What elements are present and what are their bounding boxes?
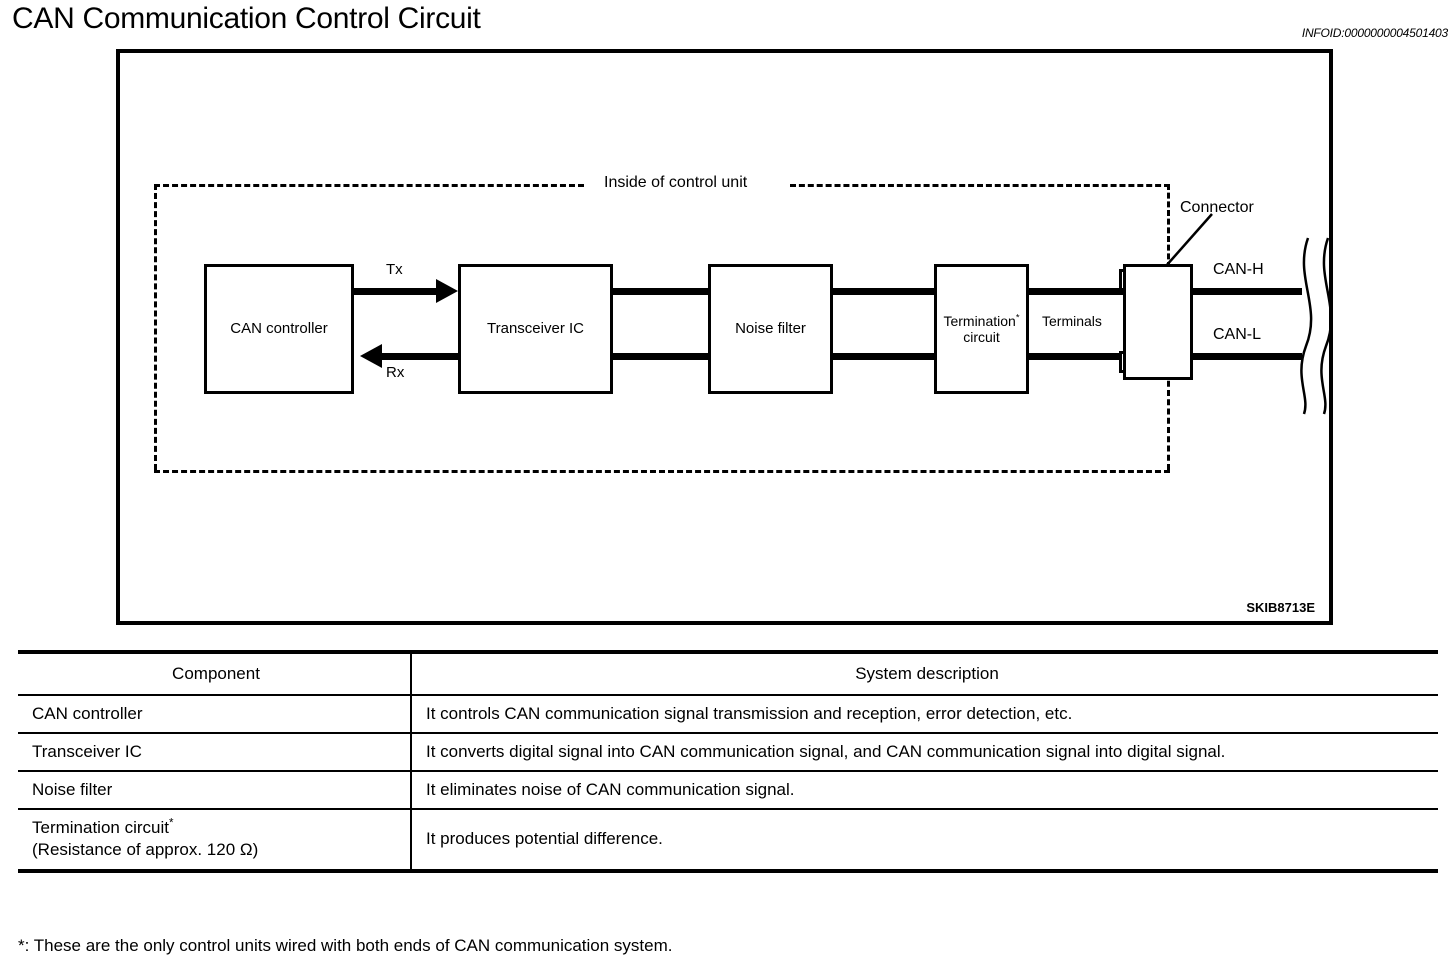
table-cell-component: Noise filter	[18, 771, 412, 811]
figure-frame: Inside of control unit CAN controller Tx…	[116, 49, 1333, 625]
connector-leader-line	[1165, 213, 1213, 267]
control-unit-boundary-top-left	[154, 184, 584, 187]
bus-noise-to-termination-low	[831, 353, 936, 360]
table-footnote: *: These are the only control units wire…	[18, 936, 673, 955]
block-transceiver-ic-label: Transceiver IC	[487, 320, 584, 338]
table-cell-description: It converts digital signal into CAN comm…	[411, 733, 1438, 773]
block-termination-circuit-label-line2: circuit	[963, 329, 1000, 345]
table-header-row: Component System description	[18, 649, 1438, 697]
can-l-label: CAN-L	[1213, 326, 1262, 343]
table-cell-component-line2: (Resistance of approx. 120 Ω)	[32, 840, 259, 860]
table-cell-component-asterisk: *	[169, 817, 174, 830]
block-termination-circuit-label-line1: Termination	[943, 312, 1016, 329]
rx-label: Rx	[386, 364, 405, 381]
block-noise-filter: Noise filter	[708, 264, 833, 394]
table-row: CAN controller It controls CAN communica…	[18, 695, 1438, 735]
connector-body	[1123, 264, 1193, 380]
block-noise-filter-label: Noise filter	[735, 320, 806, 338]
block-can-controller-label: CAN controller	[230, 320, 328, 338]
block-termination-circuit: Termination* circuit	[934, 264, 1029, 394]
tx-arrow-head	[436, 279, 458, 303]
table-row: Transceiver IC It converts digital signa…	[18, 733, 1438, 773]
control-unit-boundary-bottom	[154, 470, 1170, 473]
block-termination-circuit-asterisk: *	[1015, 312, 1020, 324]
bus-termination-to-connector-low	[1027, 353, 1127, 360]
rx-arrow-line	[382, 353, 460, 360]
block-transceiver-ic: Transceiver IC	[458, 264, 613, 394]
table-header-component: Component	[18, 649, 412, 697]
bus-transceiver-to-noise-low	[611, 353, 710, 360]
figure-code: SKIB8713E	[1246, 600, 1315, 615]
table-cell-description: It controls CAN communication signal tra…	[411, 695, 1438, 735]
table-row: Noise filter It eliminates noise of CAN …	[18, 771, 1438, 811]
block-termination-circuit-label: Termination* circuit	[943, 313, 1019, 345]
can-h-label: CAN-H	[1213, 261, 1264, 278]
table-header-description: System description	[411, 649, 1438, 697]
control-unit-boundary-top-right	[790, 184, 1170, 187]
tx-arrow-line	[354, 288, 438, 295]
table-row: Termination circuit* (Resistance of appr…	[18, 809, 1438, 873]
can-circuit-diagram: Inside of control unit CAN controller Tx…	[120, 53, 1333, 621]
bus-termination-to-connector-high	[1027, 288, 1127, 295]
page-title: CAN Communication Control Circuit	[12, 2, 481, 35]
tx-label: Tx	[386, 261, 403, 278]
control-unit-boundary-right-upper	[1167, 184, 1170, 294]
table-cell-component-line1: Termination circuit	[32, 818, 169, 838]
table-cell-component: CAN controller	[18, 695, 412, 735]
block-can-controller: CAN controller	[204, 264, 354, 394]
table-cell-component: Transceiver IC	[18, 733, 412, 773]
bus-noise-to-termination-high	[831, 288, 936, 295]
table-cell-description: It produces potential difference.	[411, 809, 1438, 873]
component-description-table: Component System description CAN control…	[18, 649, 1438, 873]
rx-arrow-head	[360, 344, 382, 368]
wire-can-l	[1191, 353, 1302, 360]
inside-of-control-unit-label: Inside of control unit	[598, 174, 754, 192]
infoid-label: INFOID:0000000004501403	[1301, 26, 1448, 40]
table-cell-component: Termination circuit* (Resistance of appr…	[18, 809, 412, 873]
terminals-label: Terminals	[1040, 313, 1104, 329]
bus-transceiver-to-noise-high	[611, 288, 710, 295]
wire-can-h	[1191, 288, 1302, 295]
control-unit-boundary-left	[154, 184, 157, 470]
table-cell-description: It eliminates noise of CAN communication…	[411, 771, 1438, 811]
connector-label: Connector	[1180, 199, 1254, 216]
control-unit-boundary-right-lower	[1167, 353, 1170, 470]
wire-break-squiggle	[1300, 237, 1333, 415]
